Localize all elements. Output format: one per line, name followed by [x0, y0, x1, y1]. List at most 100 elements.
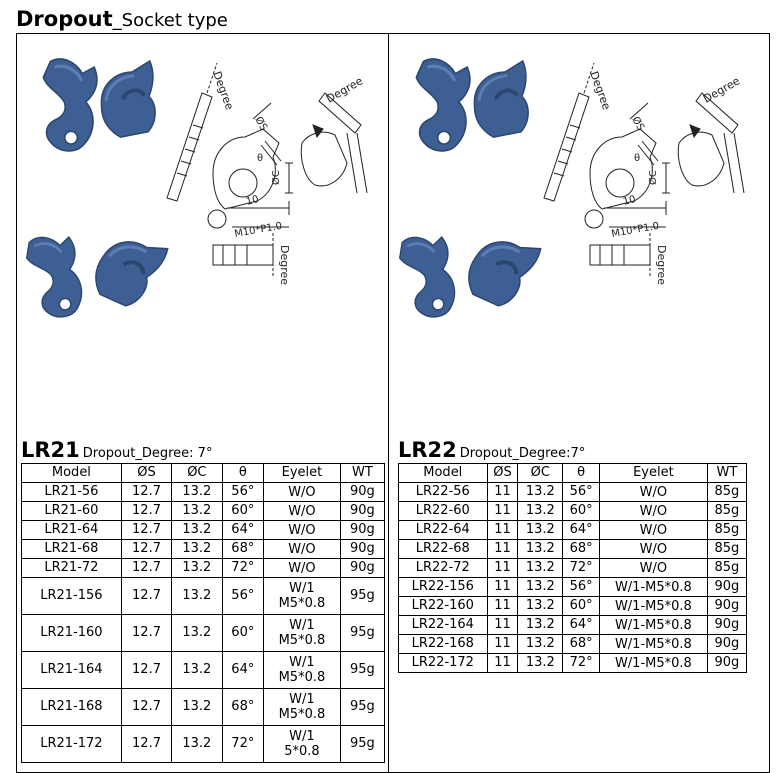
cell-weight: 90g: [339, 501, 386, 521]
cell-model: LR21-68: [21, 539, 122, 559]
dropout-body-shape: [42, 58, 98, 152]
drawing-bottom-view: [212, 244, 274, 266]
label-degree-side: Degree: [324, 74, 365, 105]
dropout-socket: [493, 88, 520, 101]
label-degree-top: Degree: [587, 70, 613, 112]
dropout-socket: [120, 88, 147, 101]
drawing-side-tip: [689, 124, 701, 139]
cell-eyelet: W/O: [599, 482, 708, 502]
cell-theta: 64°: [562, 520, 601, 540]
column-divider: [388, 33, 389, 773]
cell-theta: 56°: [562, 577, 601, 597]
cell-eyelet: W/O: [599, 520, 708, 540]
dropout-highlight: [104, 74, 135, 102]
dropout-highlight: [54, 64, 83, 82]
drawing-dim-c: [662, 162, 670, 194]
label-theta: θ: [634, 153, 640, 164]
dropout-body-shape: [473, 59, 529, 138]
cell-c-diameter: 13.2: [517, 520, 564, 540]
cell-eyelet: W/O: [599, 539, 708, 559]
dropout-highlight: [33, 242, 62, 253]
drawing-rod: [543, 92, 590, 202]
cell-model: LR22-168: [398, 634, 488, 654]
cell-model: LR22-60: [398, 501, 488, 521]
dropout-photo-4: [95, 241, 169, 307]
cell-c-diameter: 13.2: [517, 596, 564, 616]
label-10: 10: [622, 194, 637, 208]
cell-eyelet: W/1 M5*0.8: [263, 614, 341, 652]
cell-eyelet: W/O: [263, 520, 341, 540]
cell-eyelet: W/1-M5*0.8: [599, 634, 708, 654]
cell-s-diameter: 11: [486, 634, 519, 654]
cell-c-diameter: 13.2: [171, 577, 223, 615]
cell-eyelet: W/O: [599, 501, 708, 521]
drawing-small-rod: [318, 92, 362, 134]
dropout-body-shape: [398, 236, 456, 318]
cell-s-diameter: 12.7: [120, 651, 173, 689]
drawing-guide-line: [206, 62, 218, 94]
drawing-eyelet: [584, 209, 604, 229]
cell-s-diameter: 12.7: [120, 725, 173, 763]
cell-eyelet: W/1 5*0.8: [263, 725, 341, 763]
cell-weight: 95g: [339, 725, 386, 763]
cell-s-diameter: 11: [486, 482, 519, 502]
cell-theta: 68°: [562, 539, 601, 559]
drawing-small-rod-ext: [346, 132, 368, 194]
cell-s-diameter: 12.7: [120, 688, 173, 726]
cell-model: LR22-56: [398, 482, 488, 502]
cell-eyelet: W/1 M5*0.8: [263, 688, 341, 726]
dropout-photo-2: [473, 59, 529, 138]
cell-c-diameter: 13.2: [517, 653, 564, 673]
label-degree-top: Degree: [210, 70, 236, 112]
label-c-diameter: ØC: [647, 170, 659, 185]
cell-weight: 90g: [339, 520, 386, 540]
cell-s-diameter: 12.7: [120, 558, 173, 578]
cell-c-diameter: 13.2: [171, 558, 223, 578]
cell-model: LR22-156: [398, 577, 488, 597]
drawing-dim-10: [604, 201, 667, 215]
dropout-highlight: [108, 245, 147, 257]
drawing-dim-s: [252, 102, 272, 120]
cell-s-diameter: 11: [486, 539, 519, 559]
cell-model: LR22-64: [398, 520, 488, 540]
dropout-highlight: [427, 64, 456, 82]
label-degree-side: Degree: [701, 74, 742, 105]
cell-weight: 90g: [706, 615, 748, 635]
cell-model: LR21-156: [21, 577, 122, 615]
drawing-bottom-view: [589, 244, 651, 266]
cell-weight: 85g: [706, 539, 748, 559]
cell-eyelet: W/O: [599, 558, 708, 578]
cell-s-diameter: 12.7: [120, 501, 173, 521]
header-eyelet: Eyelet: [599, 463, 708, 483]
cell-model: LR22-172: [398, 653, 488, 673]
label-10: 10: [245, 194, 260, 208]
cell-s-diameter: 11: [486, 615, 519, 635]
cell-theta: 72°: [562, 558, 601, 578]
cell-model: LR22-68: [398, 539, 488, 559]
header-c-diameter: ØC: [517, 463, 564, 483]
title-light: _Socket type: [112, 10, 228, 31]
cell-theta: 68°: [562, 634, 601, 654]
cell-c-diameter: 13.2: [171, 688, 223, 726]
cell-s-diameter: 12.7: [120, 539, 173, 559]
cell-eyelet: W/O: [263, 539, 341, 559]
label-c-diameter: ØC: [270, 170, 282, 185]
cell-theta: 64°: [221, 651, 265, 689]
label-m10: M10*P1.0: [234, 221, 283, 240]
dropout-photo-3: [398, 236, 456, 318]
